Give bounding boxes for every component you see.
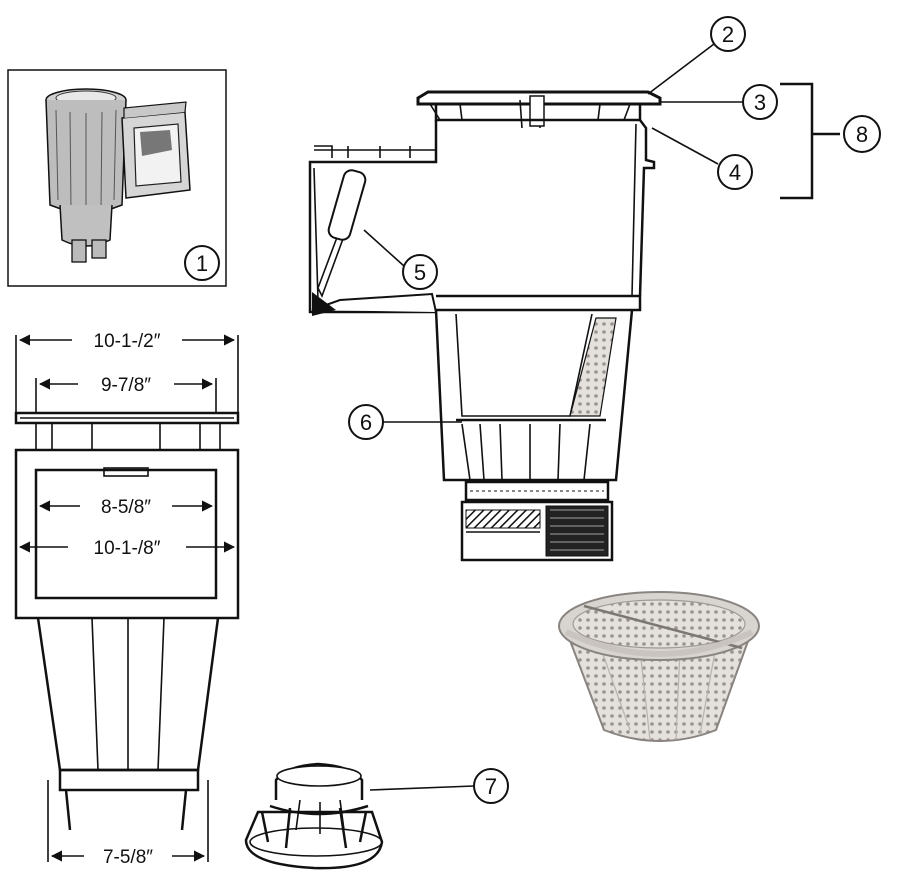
- dimension-base: 7-5/8″: [50, 847, 206, 868]
- dimension-top-inner: 9-7/8″: [38, 375, 214, 396]
- dimension-label: 8-5/8″: [101, 497, 151, 518]
- weir-cap-drawing: [244, 762, 384, 870]
- callout-number: 7: [485, 774, 497, 799]
- callout-number: 2: [722, 22, 734, 47]
- cross-section-drawing: [308, 90, 662, 562]
- callout-3: 3: [742, 84, 778, 120]
- callout-number: 5: [414, 260, 426, 285]
- callout-7: 7: [473, 768, 509, 804]
- dimension-label: 10-1-/8″: [94, 538, 161, 559]
- callout-5: 5: [402, 254, 438, 290]
- dimension-mouth-outer: 10-1-/8″: [18, 538, 236, 559]
- inset-skimmer-thumbnail: [7, 69, 227, 287]
- dimension-mouth-inner: 8-5/8″: [38, 497, 214, 518]
- dimension-label: 10-1-/2″: [94, 331, 161, 352]
- callout-leaders: [363, 43, 840, 791]
- callout-6: 6: [348, 404, 384, 440]
- callout-number: 8: [856, 122, 868, 147]
- dimension-label: 7-5/8″: [103, 847, 153, 868]
- callout-number: 4: [729, 160, 741, 185]
- callout-1: 1: [184, 245, 220, 281]
- front-view-drawing: [14, 335, 240, 862]
- callout-2: 2: [710, 16, 746, 52]
- callout-number: 6: [360, 410, 372, 435]
- callout-4: 4: [717, 154, 753, 190]
- dimension-top-outer: 10-1-/2″: [18, 331, 236, 352]
- callout-number: 1: [196, 251, 208, 276]
- callout-number: 3: [754, 90, 766, 115]
- skimmer-basket-image: [558, 591, 760, 742]
- dimension-label: 9-7/8″: [101, 375, 151, 396]
- callout-8: 8: [843, 115, 881, 153]
